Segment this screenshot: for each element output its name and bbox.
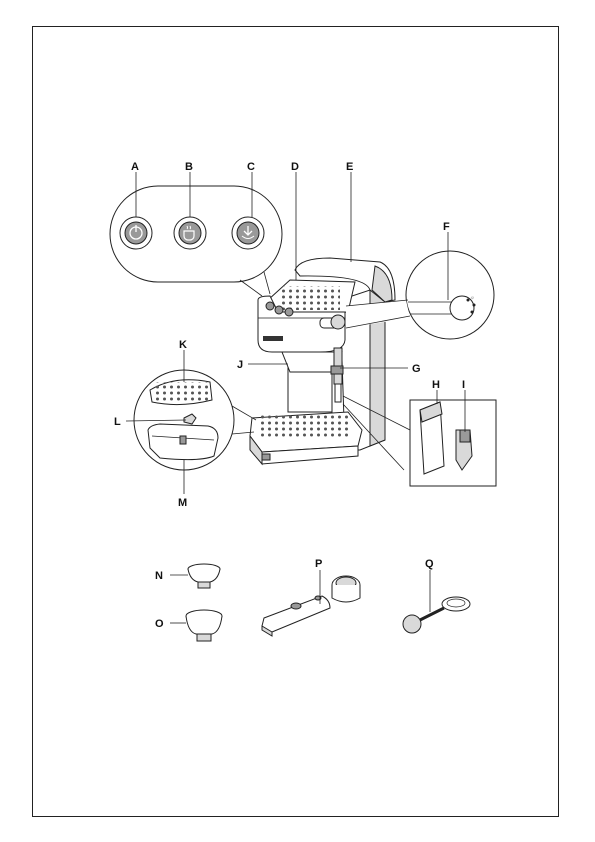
filter-single-icon — [187, 563, 221, 589]
label-l: L — [114, 416, 121, 428]
espresso-machine — [249, 257, 396, 466]
page-border — [32, 26, 559, 817]
label-j: J — [237, 359, 243, 371]
frother-callout — [342, 395, 497, 487]
label-d: D — [291, 161, 299, 173]
power-button-icon — [119, 216, 153, 250]
label-p: P — [315, 558, 322, 570]
label-b: B — [185, 161, 193, 173]
label-q: Q — [425, 558, 434, 570]
measuring-spoon-icon — [402, 596, 471, 634]
label-n: N — [155, 570, 163, 582]
portafilter-icon — [261, 575, 361, 637]
drip-tray-callout — [133, 369, 257, 471]
coffee-button-icon — [173, 216, 207, 250]
steam-knob-callout: ☼ — [345, 250, 495, 340]
label-o: O — [155, 618, 164, 630]
label-h: H — [432, 379, 440, 391]
steam-button-icon — [231, 216, 265, 250]
label-m: M — [178, 497, 187, 509]
label-f: F — [443, 221, 450, 233]
label-g: G — [412, 363, 421, 375]
label-k: K — [179, 339, 187, 351]
label-e: E — [346, 161, 353, 173]
filter-double-icon — [185, 609, 223, 642]
label-a: A — [131, 161, 139, 173]
label-i: I — [462, 379, 465, 391]
svg-text:☼: ☼ — [470, 295, 475, 301]
label-c: C — [247, 161, 255, 173]
